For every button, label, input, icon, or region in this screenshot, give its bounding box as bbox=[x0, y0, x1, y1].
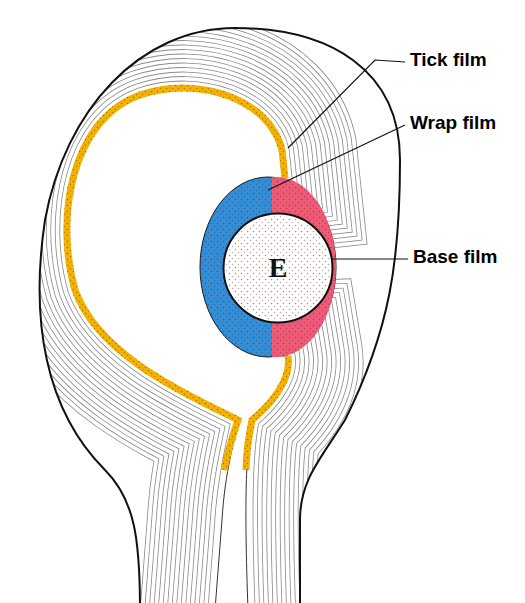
part-label: Wrap film bbox=[410, 112, 496, 134]
leader-line bbox=[268, 125, 405, 190]
decidua-basalis bbox=[272, 177, 336, 357]
decidua-parietalis-stipple bbox=[246, 356, 288, 470]
leader-line bbox=[330, 258, 408, 259]
decidua-basalis-stipple bbox=[272, 177, 336, 357]
embryo-outline bbox=[224, 214, 333, 323]
leader-line bbox=[288, 60, 405, 148]
embryo-circle: E bbox=[222, 212, 334, 324]
decidua-basalis-group bbox=[272, 177, 336, 357]
part-label: Base film bbox=[413, 246, 497, 268]
decidua-capsularis-stipple bbox=[200, 177, 336, 357]
embryo-stipple bbox=[226, 216, 330, 320]
uterine-wall bbox=[40, 28, 400, 603]
part-label: Tick film bbox=[410, 49, 487, 71]
embryo-letter: E bbox=[269, 252, 288, 284]
decidua-capsularis bbox=[200, 177, 336, 357]
uterus-outline bbox=[40, 28, 400, 603]
decidua-parietalis bbox=[246, 356, 288, 470]
